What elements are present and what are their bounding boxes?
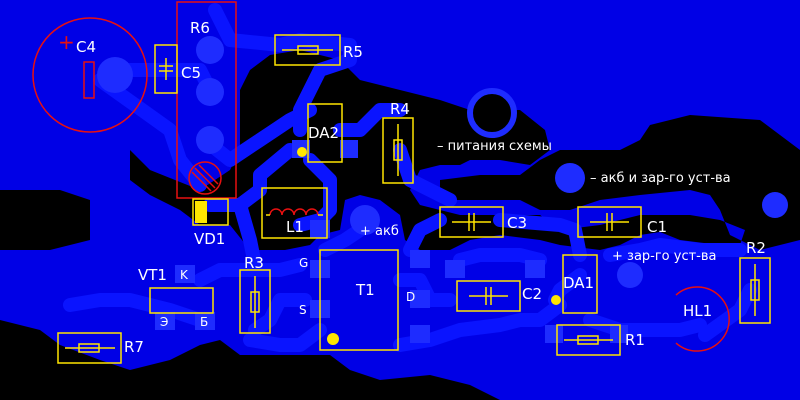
component-labels: C4 C5 R6 R5 R4 DA2 VD1 L1 C3 C1 T1 R3 VT… <box>76 19 766 356</box>
note-minus-batt-charger: – акб и зар-го уст-ва <box>590 171 731 186</box>
c1-outline <box>577 206 642 238</box>
vd-ring <box>188 161 222 195</box>
pin-d: D <box>406 290 415 304</box>
t1-pin1-dot <box>327 333 339 345</box>
mounting-hole <box>467 88 517 138</box>
label-r7: R7 <box>124 338 144 356</box>
label-c2: C2 <box>522 285 542 303</box>
label-r5: R5 <box>343 43 363 61</box>
pin-b: Б <box>200 315 208 329</box>
label-da2: DA2 <box>308 124 339 142</box>
pin-g: G <box>299 256 308 270</box>
r4-outline <box>382 117 414 184</box>
r6-outline <box>176 1 237 199</box>
da2-outline <box>307 103 343 163</box>
vd-ring-slash-1 <box>194 167 216 189</box>
hl1-outline <box>675 286 730 352</box>
pads <box>97 36 788 343</box>
component-outlines <box>57 34 771 364</box>
label-t1: T1 <box>355 281 375 299</box>
label-hl1: HL1 <box>683 302 712 320</box>
c5-outline <box>154 44 178 94</box>
pin-s: S <box>299 303 307 317</box>
label-c3: C3 <box>507 214 527 232</box>
label-r6: R6 <box>190 19 210 37</box>
r2-outline <box>739 257 771 324</box>
r1-outline <box>556 324 621 356</box>
pin-k: K <box>180 268 189 282</box>
c3-outline <box>439 206 504 238</box>
vt1-outline <box>149 287 214 314</box>
label-l1: L1 <box>286 218 304 236</box>
vd1-outline <box>192 198 229 226</box>
capacitor-symbols <box>159 58 629 305</box>
r7-outline <box>57 332 122 364</box>
label-vt1: VT1 <box>138 266 167 284</box>
r5-outline <box>274 34 341 66</box>
label-c5: C5 <box>181 64 201 82</box>
pin-labels: K Э Б G S D <box>160 256 415 329</box>
t1-outline <box>319 249 399 351</box>
da2-pin1-dot <box>297 147 307 157</box>
note-plus-charger: + зар-го уст-ва <box>612 249 717 264</box>
note-minus-supply: – питания схемы <box>437 139 552 154</box>
red-outlines <box>32 1 730 352</box>
label-r4: R4 <box>390 100 410 118</box>
c4-capacitor-body <box>83 61 95 99</box>
label-r3: R3 <box>244 254 264 272</box>
annotations: – питания схемы – акб и зар-го уст-ва + … <box>360 139 731 264</box>
c2-outline <box>456 280 521 312</box>
label-c4: C4 <box>76 38 96 56</box>
note-plus-batt: + акб <box>360 224 399 239</box>
c4-plus-mark: + <box>58 30 75 54</box>
da1-outline <box>562 254 598 314</box>
label-c1: C1 <box>647 218 667 236</box>
pin-e: Э <box>160 315 168 329</box>
da1-pin1-dot <box>551 295 561 305</box>
r3-outline <box>239 269 271 334</box>
vd-ring-slash-3 <box>191 171 212 192</box>
label-vd1: VD1 <box>194 230 225 248</box>
label-r1: R1 <box>625 331 645 349</box>
l1-outline <box>261 187 328 239</box>
c4-outline <box>32 17 148 133</box>
label-r2: R2 <box>746 239 766 257</box>
vd1-cathode <box>195 201 207 223</box>
vd-ring-slash-2 <box>198 164 219 185</box>
label-da1: DA1 <box>563 274 594 292</box>
l1-coil <box>269 208 319 216</box>
pin1-markers <box>297 147 561 345</box>
